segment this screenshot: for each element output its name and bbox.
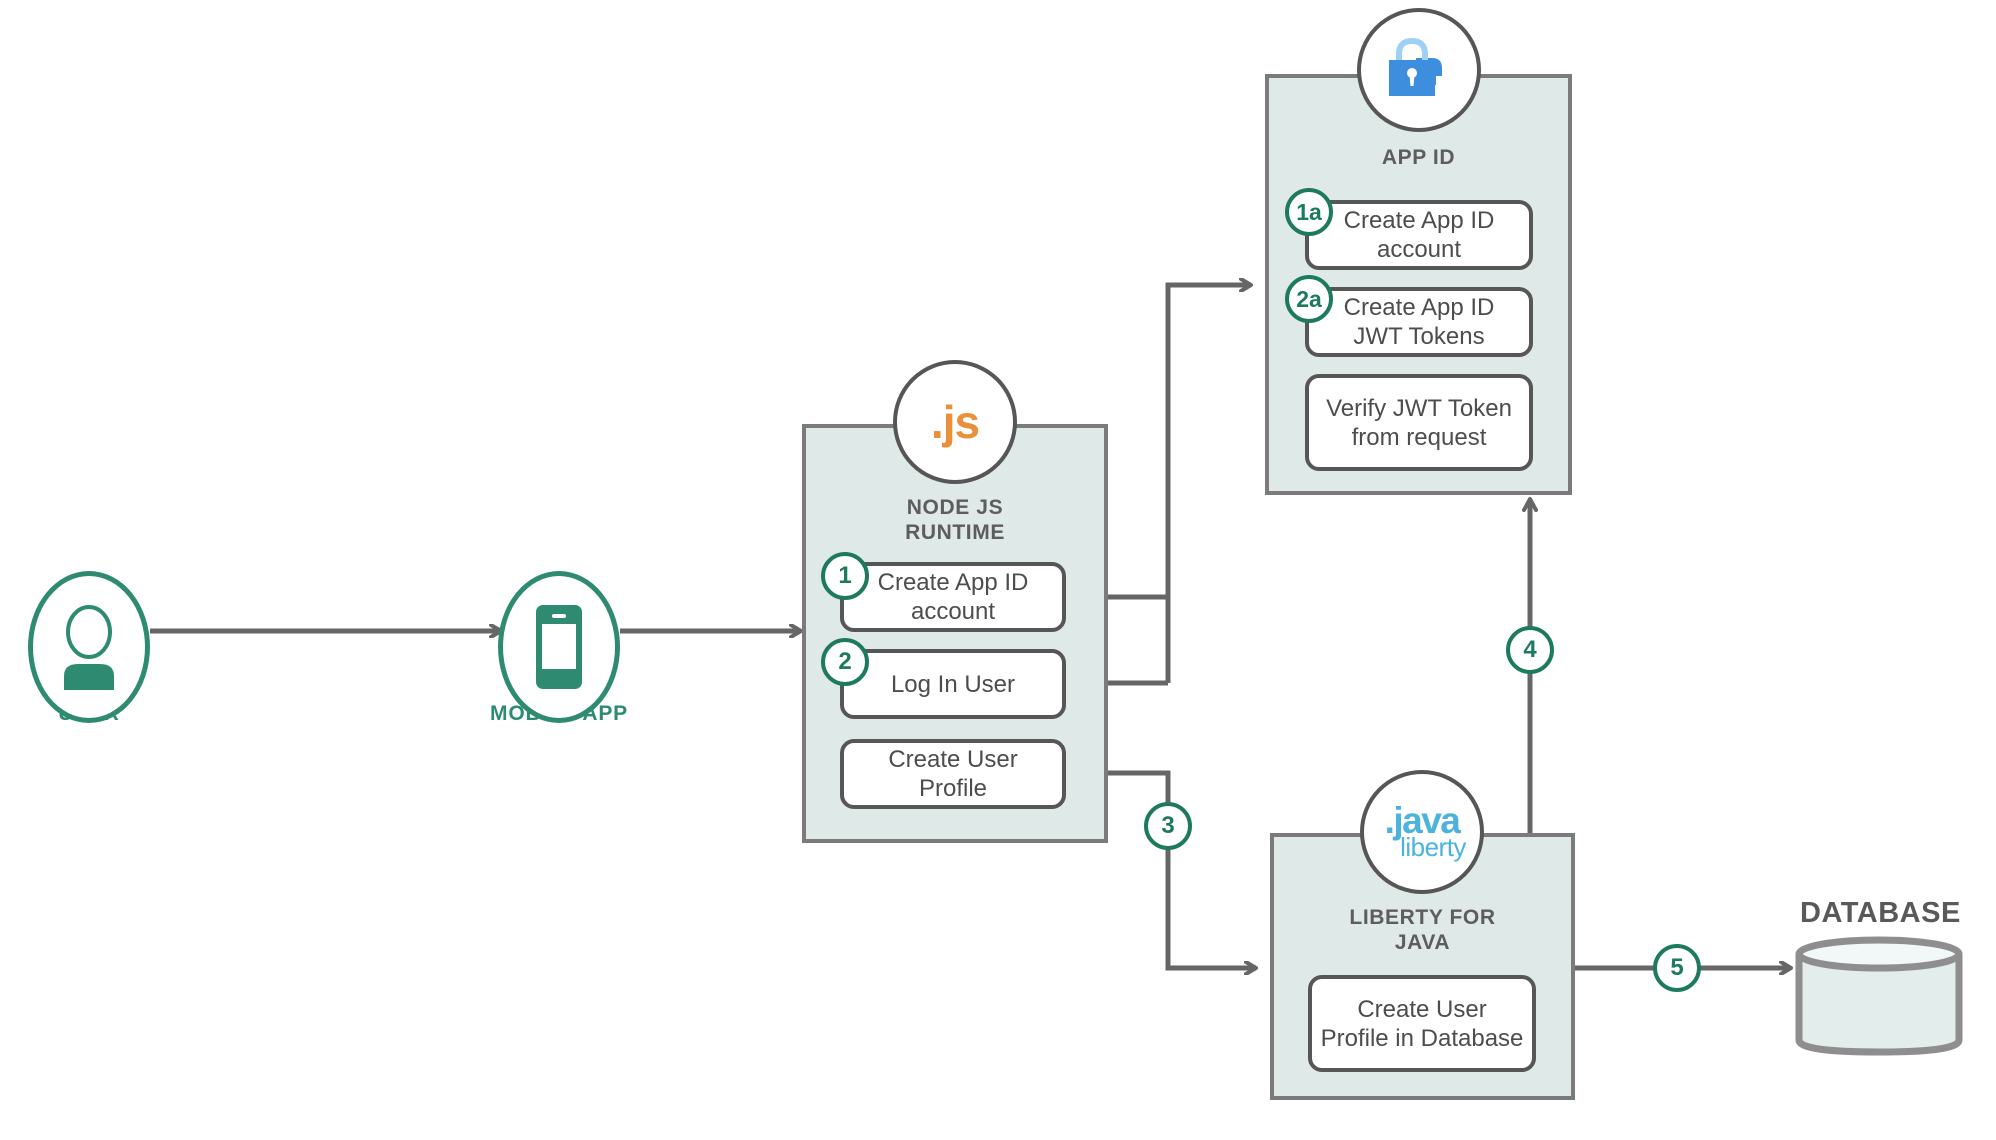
step-badge-1a: 1a <box>1285 188 1333 236</box>
zone-appid-title: APP ID <box>1265 145 1572 170</box>
step-badge-2: 2 <box>821 638 869 686</box>
task-liberty-create-user-profile-db[interactable]: Create User Profile in Database <box>1308 975 1536 1072</box>
task-nodejs-login-user[interactable]: Log In User <box>840 649 1066 719</box>
user-avatar-icon <box>64 605 114 690</box>
task-appid-create-jwt-tokens[interactable]: Create App ID JWT Tokens <box>1305 287 1533 357</box>
zone-nodejs-title: NODE JS RUNTIME <box>802 495 1108 545</box>
step-badge-1: 1 <box>821 552 869 600</box>
zone-nodejs-title-line2: RUNTIME <box>905 521 1005 544</box>
java-liberty-line1: .java <box>1384 800 1461 842</box>
task-nodejs-create-user-profile[interactable]: Create User Profile <box>840 739 1066 809</box>
node-nodejs-icon-circle[interactable]: .js <box>893 360 1017 484</box>
zone-appid-title-line1: APP ID <box>1381 146 1456 169</box>
node-database-label: DATABASE <box>1800 897 1961 929</box>
node-database[interactable] <box>1793 936 1965 1058</box>
node-appid-icon-circle[interactable] <box>1357 8 1481 132</box>
step-badge-4: 4 <box>1506 626 1554 674</box>
connector-trunk-to-appid <box>1165 285 1250 683</box>
node-user[interactable] <box>28 571 150 723</box>
database-cylinder-icon <box>1795 936 1963 1056</box>
step-badge-2a: 2a <box>1285 275 1333 323</box>
zone-liberty-title: LIBERTY FOR JAVA <box>1270 905 1575 955</box>
node-mobile-app[interactable] <box>498 571 620 723</box>
node-liberty-icon-circle[interactable]: .java liberty <box>1360 770 1484 894</box>
zone-liberty-title-line1: LIBERTY FOR <box>1349 906 1496 929</box>
zone-nodejs-title-line1: NODE JS <box>906 496 1004 519</box>
task-appid-verify-jwt-token[interactable]: Verify JWT Token from request <box>1305 374 1533 471</box>
appid-lock-profile-icon <box>1389 37 1442 96</box>
nodejs-js-icon: .js <box>930 396 980 448</box>
step-badge-5: 5 <box>1653 944 1701 992</box>
task-appid-create-account[interactable]: Create App ID account <box>1305 200 1533 270</box>
task-nodejs-create-appid-account[interactable]: Create App ID account <box>840 562 1066 632</box>
connector-task3-to-liberty <box>1066 770 1255 968</box>
java-liberty-line2: liberty <box>1400 832 1466 863</box>
java-liberty-icon: .java liberty <box>1378 800 1467 863</box>
mobile-phone-icon <box>536 605 582 689</box>
zone-liberty-title-line2: JAVA <box>1394 931 1451 954</box>
step-badge-3: 3 <box>1144 802 1192 850</box>
